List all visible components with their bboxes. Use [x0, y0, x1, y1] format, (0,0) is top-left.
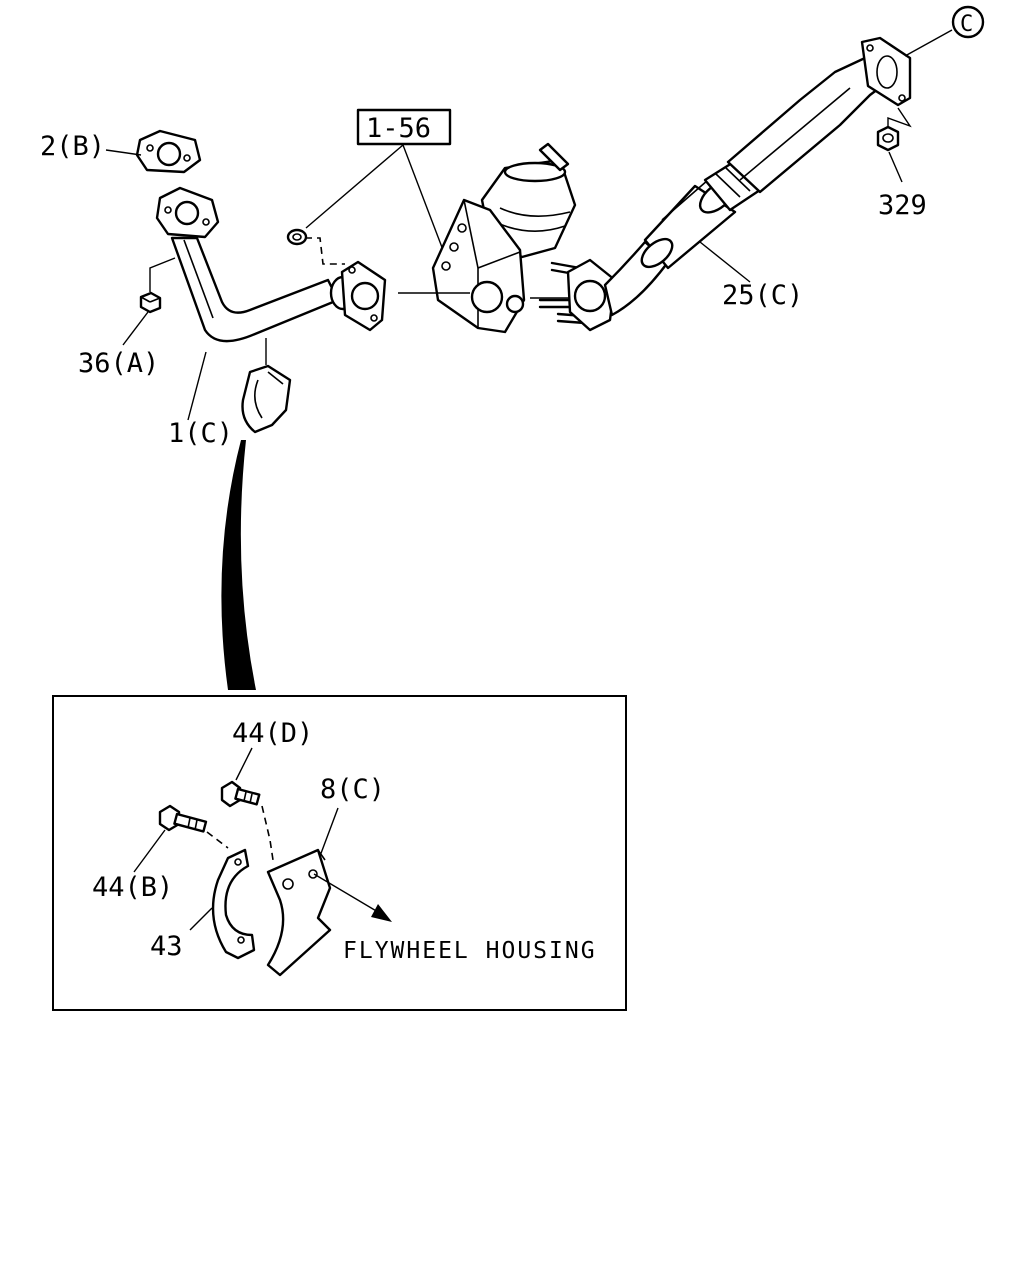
small-bolt-part[interactable] — [286, 228, 308, 246]
flywheel-note: FLYWHEEL HOUSING — [343, 938, 597, 964]
bolt-b-dash — [206, 831, 229, 849]
gasket-leader — [105, 149, 142, 156]
bolt-b-leader — [133, 829, 166, 873]
clamp-43-label: 43 — [150, 931, 183, 962]
ref-box[interactable] — [356, 108, 452, 146]
ref-box-label: 1-56 — [366, 113, 431, 144]
flywheel-arrow-line — [313, 873, 379, 913]
gasket-label: 2(B) — [40, 131, 105, 162]
nut-329-stem — [887, 107, 912, 128]
bolt-d-part[interactable] — [220, 780, 261, 808]
ref-leader-2 — [402, 144, 444, 251]
front-pipe-leader — [187, 351, 207, 421]
detail-inset-box — [52, 695, 627, 1011]
catalytic-label: 25(C) — [722, 280, 803, 311]
nut-a-stem — [149, 257, 176, 292]
gasket-part[interactable] — [135, 129, 202, 174]
front-exhaust-pipe[interactable] — [155, 186, 387, 343]
bracket-part[interactable] — [266, 848, 332, 977]
bolt-d-dash — [261, 805, 274, 861]
ref-leader-1 — [305, 144, 404, 229]
clamp-43-leader — [189, 907, 213, 931]
nut-329-leader — [888, 151, 903, 183]
ref-circle-leader — [904, 29, 953, 57]
bracket-leader — [319, 807, 339, 857]
nut-329-label: 329 — [878, 190, 927, 221]
exhaust-brake-valve[interactable] — [431, 142, 577, 334]
catalytic-leader — [699, 241, 751, 283]
ref-circle[interactable] — [951, 5, 985, 39]
ref-circle-label: C — [960, 12, 973, 37]
bolt-b-part[interactable] — [158, 804, 208, 833]
nut-a-leader — [122, 311, 149, 346]
pipe-clamp-part[interactable] — [241, 364, 292, 434]
bolt-b-label: 44(B) — [92, 872, 173, 903]
nut-329-part[interactable] — [876, 125, 900, 152]
catalytic-pipe[interactable] — [566, 36, 912, 332]
nut-a-part[interactable] — [139, 291, 162, 314]
clamp-43-part[interactable] — [211, 848, 256, 960]
bolt-dash — [305, 237, 345, 265]
flywheel-arrow-head — [371, 904, 392, 922]
bolt-d-leader — [235, 747, 253, 781]
detail-pointer-arrow — [221, 440, 256, 690]
nut-a-label: 36(A) — [78, 348, 159, 379]
bolt-d-label: 44(D) — [232, 718, 313, 749]
front-pipe-label: 1(C) — [168, 418, 233, 449]
bracket-label: 8(C) — [320, 774, 385, 805]
